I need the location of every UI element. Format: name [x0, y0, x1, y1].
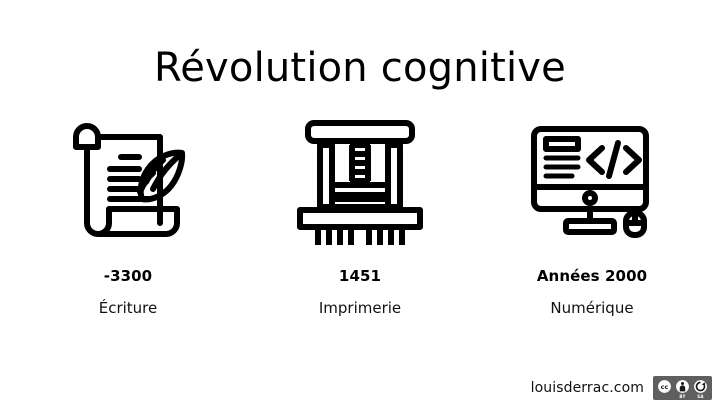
timeline-label: Numérique — [550, 299, 634, 317]
timeline-item-numerique: Années 2000 Numérique — [486, 112, 698, 317]
footer: louisderrac.com cc BY — [531, 376, 712, 400]
timeline-columns: -3300 Écriture — [0, 112, 720, 317]
timeline-item-imprimerie: 1451 Imprimerie — [254, 112, 466, 317]
printing-press-icon — [290, 112, 430, 247]
timeline-date: 1451 — [338, 267, 382, 285]
scroll-quill-icon — [58, 112, 198, 247]
page-title: Révolution cognitive — [154, 44, 566, 91]
cc-by-icon: BY — [675, 379, 690, 399]
cc-by-sa-badge[interactable]: cc BY — [653, 376, 712, 400]
timeline-item-ecriture: -3300 Écriture — [22, 112, 234, 317]
svg-text:cc: cc — [661, 383, 669, 391]
cc-by-label: BY — [679, 394, 686, 399]
site-attribution[interactable]: louisderrac.com — [530, 380, 644, 396]
cc-sa-label: SA — [697, 394, 704, 399]
timeline-date: -3300 — [103, 267, 153, 285]
cc-sa-icon: SA — [693, 379, 708, 399]
timeline-label: Écriture — [98, 299, 158, 317]
desktop-computer-code-icon — [522, 112, 662, 247]
timeline-label: Imprimerie — [318, 299, 402, 317]
timeline-date: Années 2000 — [536, 267, 648, 285]
cc-icon: cc — [657, 379, 672, 399]
